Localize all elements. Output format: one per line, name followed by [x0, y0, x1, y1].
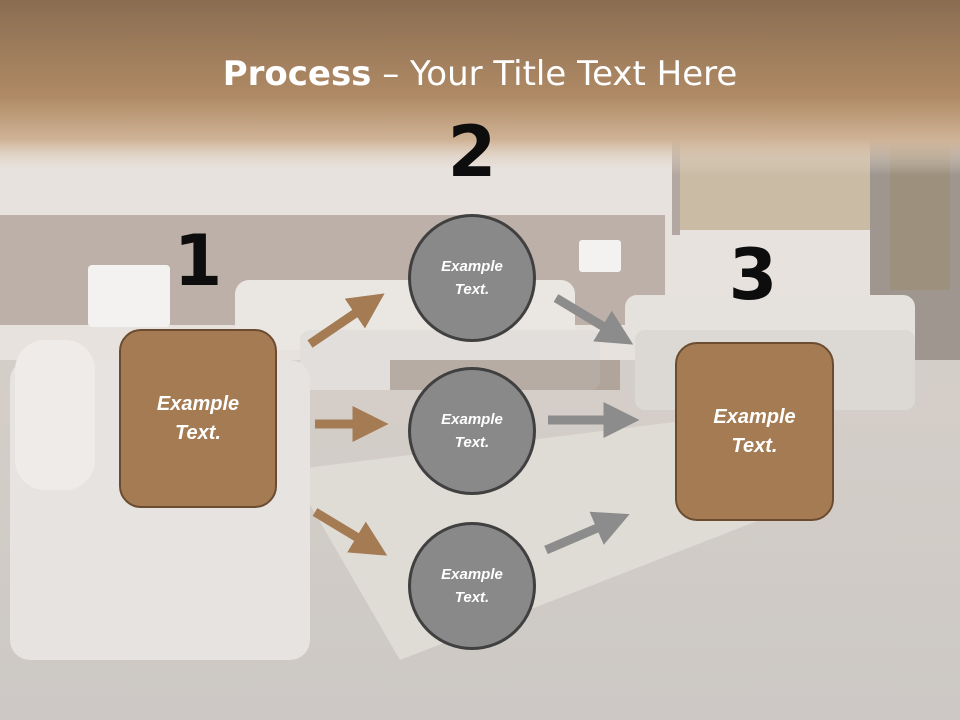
title-rest: – Your Title Text Here [371, 54, 738, 94]
circle-2-label: Example Text. [441, 411, 503, 451]
circle-1-label: Example Text. [441, 258, 503, 298]
step-number-3: 3 [728, 234, 778, 316]
circle-3-label: Example Text. [441, 566, 503, 606]
arrow-box1-to-circle1 [307, 293, 385, 348]
arrow-circle3-to-box3 [544, 511, 630, 555]
process-circle-3: Example Text. [408, 522, 536, 650]
step-3-box: Example Text. [675, 342, 834, 521]
arrow-box1-to-circle3 [312, 508, 388, 556]
step-number-2: 2 [447, 111, 497, 193]
slide-title: Process – Your Title Text Here [0, 52, 960, 96]
step-number-1: 1 [173, 220, 223, 302]
arrow-circle1-to-box3 [553, 294, 634, 345]
step-1-box: Example Text. [119, 329, 277, 508]
process-circle-2: Example Text. [408, 367, 536, 495]
step-3-label: Example Text. [713, 405, 796, 457]
title-bold: Process [222, 54, 372, 94]
step-1-label: Example Text. [156, 392, 240, 444]
process-circle-1: Example Text. [408, 214, 536, 342]
